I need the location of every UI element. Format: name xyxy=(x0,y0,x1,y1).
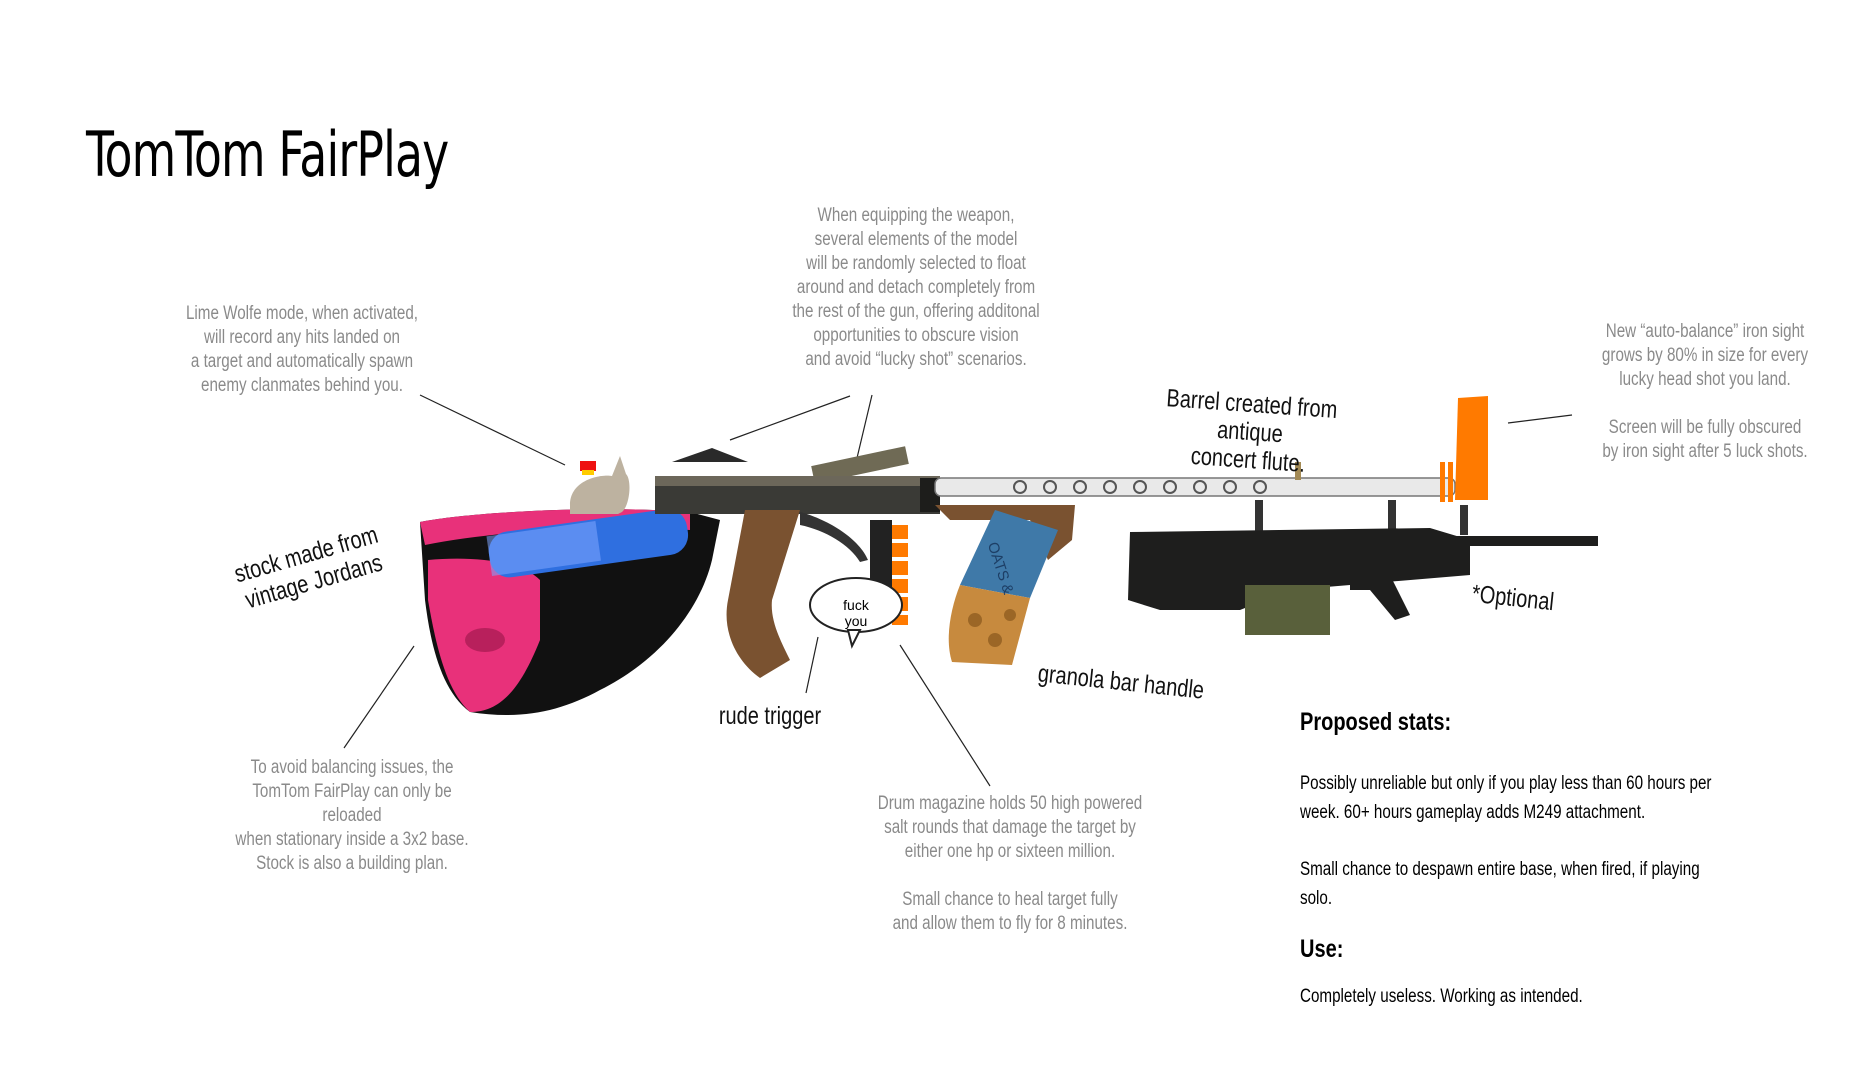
label-trigger: rude trigger xyxy=(718,702,822,730)
m249-attachment xyxy=(1128,500,1598,635)
flute-barrel xyxy=(934,462,1456,497)
wolf-figure xyxy=(570,456,630,514)
label-barrel: Barrel created from antique concert flut… xyxy=(1165,384,1339,478)
note-floating-elements: When equipping the weapon, several eleme… xyxy=(792,205,1040,370)
use-heading: Use: xyxy=(1300,935,1344,963)
use-text: Completely useless. Working as intended. xyxy=(1300,986,1583,1007)
stats-heading: Proposed stats: xyxy=(1300,708,1452,736)
jordan-stock xyxy=(420,509,720,716)
granola-handle xyxy=(935,505,1075,665)
gun-body xyxy=(655,476,940,678)
callout-lines xyxy=(343,394,1573,787)
page-title: TomTom FairPlay xyxy=(86,118,449,191)
floating-fragment-rust xyxy=(811,446,909,484)
stats-panel: Proposed stats: Possibly unreliable but … xyxy=(1300,708,1820,1011)
note-drum-magazine: Drum magazine holds 50 high powered salt… xyxy=(877,793,1143,934)
iron-sight xyxy=(1440,396,1488,502)
note-lime-wolfe: Lime Wolfe mode, when activated, will re… xyxy=(185,303,419,396)
note-reload: To avoid balancing issues, the TomTom Fa… xyxy=(235,757,469,874)
speech-bubble xyxy=(809,577,903,649)
note-iron-sight: New “auto-balance” iron sight grows by 8… xyxy=(1601,321,1809,462)
stats-line-2: Small chance to despawn entire base, whe… xyxy=(1300,859,1700,909)
speech-bubble-text: fuck you xyxy=(843,597,869,629)
stats-line-1: Possibly unreliable but only if you play… xyxy=(1300,773,1712,823)
floating-fragment xyxy=(672,448,748,462)
